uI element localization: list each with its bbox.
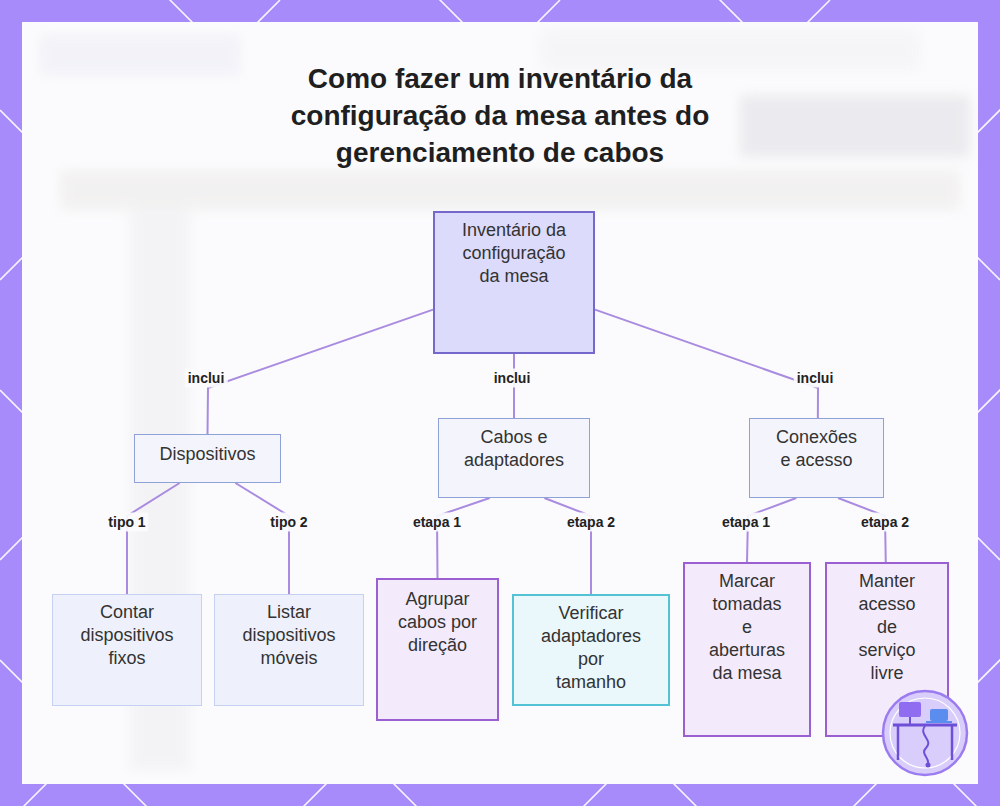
blurred-photo-shape — [60, 170, 960, 210]
process-box: Inventário da configuração da mesa — [433, 211, 595, 354]
connector — [437, 498, 490, 578]
edge-label: tipo 1 — [105, 513, 148, 532]
monitor-icon — [899, 702, 921, 717]
process-box: Listar dispositivos móveis — [214, 594, 364, 706]
edge-label: etapa 1 — [410, 513, 464, 532]
desk-top — [893, 724, 957, 727]
desk-leg — [897, 725, 900, 760]
cable-icon — [923, 726, 928, 764]
process-box: Conexões e acesso — [749, 418, 884, 498]
edge-label: etapa 2 — [564, 513, 618, 532]
logo-badge — [883, 691, 967, 775]
laptop-icon — [930, 709, 948, 721]
node-text: Marcar tomadas e aberturas da mesa — [709, 570, 785, 685]
blurred-photo-shape — [740, 95, 970, 157]
node-text: Cabos e adaptadores — [449, 426, 579, 472]
process-box: Dispositivos — [134, 434, 281, 483]
connector — [595, 310, 818, 418]
edge-label: inclui — [794, 369, 837, 388]
connector — [235, 483, 289, 594]
node-text: Listar dispositivos móveis — [235, 601, 343, 670]
monitor-stand — [909, 717, 911, 724]
logo-ring — [890, 698, 960, 768]
diagram-title: Como fazer um inventário da configuração… — [255, 60, 745, 171]
process-box: Contar dispositivos fixos — [52, 594, 202, 706]
connector — [208, 310, 434, 434]
edge-label: tipo 2 — [267, 513, 310, 532]
process-box: Marcar tomadas e aberturas da mesa — [683, 562, 811, 737]
blurred-photo-shape — [40, 35, 240, 75]
laptop-base — [926, 721, 952, 723]
node-text: Conexões e acesso — [775, 426, 858, 472]
edge-label: inclui — [185, 369, 228, 388]
node-text: Agrupar cabos por direção — [393, 588, 482, 657]
edge-label: etapa 2 — [858, 513, 912, 532]
edge-label: inclui — [491, 369, 534, 388]
content-panel — [22, 22, 978, 784]
edge-label: etapa 1 — [719, 513, 773, 532]
desk-leg — [951, 725, 954, 760]
process-box: Cabos e adaptadores — [438, 418, 590, 498]
process-box: Manter acesso de serviço livre — [825, 562, 949, 737]
node-text: Verificar adaptadores por tamanho — [541, 602, 641, 694]
node-text: Inventário da configuração da mesa — [455, 219, 573, 288]
connector — [127, 483, 180, 594]
node-text: Manter acesso de serviço livre — [853, 570, 921, 685]
node-text: Contar dispositivos fixos — [73, 601, 181, 670]
process-box: Verificar adaptadores por tamanho — [512, 594, 670, 706]
plug-icon — [926, 763, 931, 768]
process-box: Agrupar cabos por direção — [376, 578, 499, 721]
node-text: Dispositivos — [145, 443, 270, 466]
